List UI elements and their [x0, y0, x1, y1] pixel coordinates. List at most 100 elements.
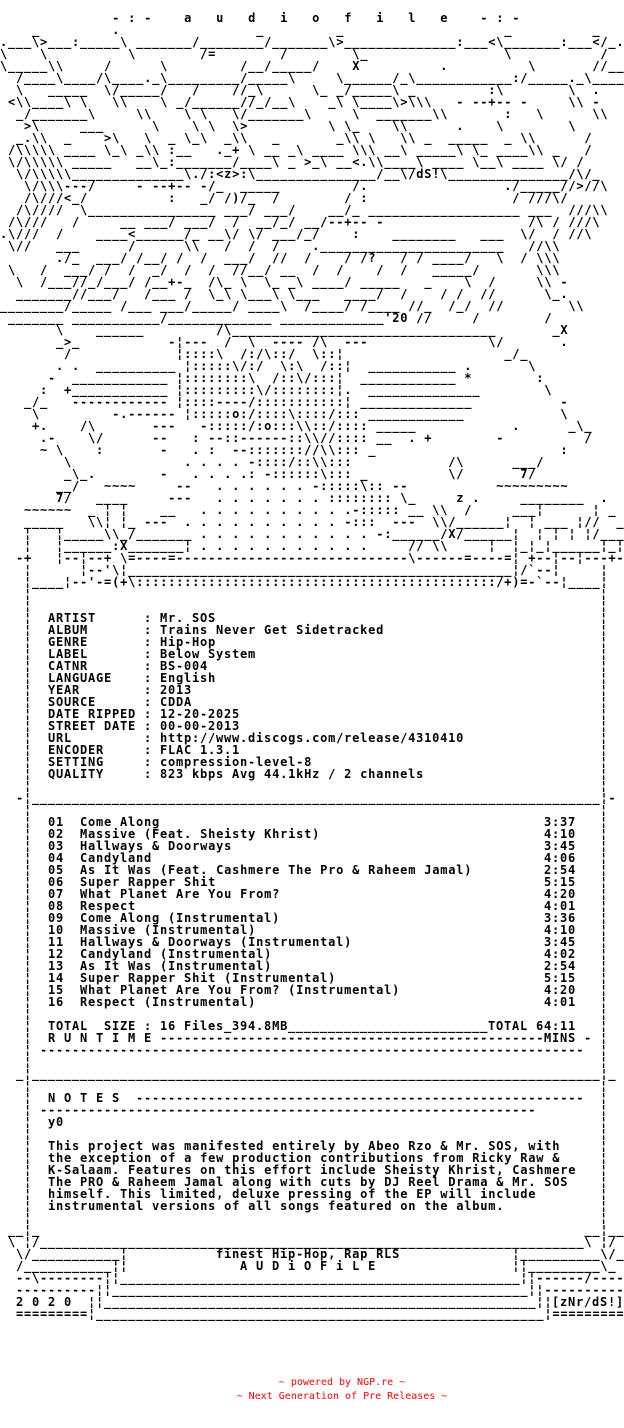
notes-paragraph-line: This project was manifested entirely by …	[48, 1139, 561, 1153]
box-border-left: ¦	[24, 1055, 33, 1069]
info-colon: :	[144, 623, 153, 637]
box-border-left: ¦	[24, 1139, 33, 1153]
track-number: 06	[48, 875, 65, 889]
track-duration: 4:10	[544, 923, 577, 937]
track-number: 09	[48, 911, 65, 925]
info-label: SETTING	[48, 755, 105, 769]
info-colon: :	[144, 755, 153, 769]
banner-art-line: /\//// \________________ ___/ ___/ __/_ …	[0, 203, 609, 217]
track-title: Respect (Instrumental)	[80, 995, 257, 1009]
box-border-right: ¦	[600, 899, 609, 913]
track-number: 01	[48, 815, 65, 829]
box-border-left: ¦	[24, 659, 33, 673]
box-border-right: ¦	[600, 923, 609, 937]
info-url-link[interactable]: http://www.discogs.com/release/4310410	[160, 731, 465, 745]
box-border-right: ¦	[600, 875, 609, 889]
box-border-left: ¦	[24, 587, 33, 601]
box-border-right: ¦	[600, 1103, 609, 1117]
box-border-left: ¦	[24, 935, 33, 949]
banner-art-line: \/\\\---/ - --+-- -/_ _____ /. ./_____//…	[0, 179, 609, 193]
banner-art-line: \ \ \ /= / \_ \ / /	[0, 47, 624, 61]
box-border-right: ¦	[600, 767, 609, 781]
banner-art-line: /____\____/\____._\_________/_____\ \___…	[0, 71, 624, 85]
box-border-left: ¦	[24, 755, 33, 769]
box-border-right: ¦	[600, 803, 609, 817]
banner-art-line: 7/ ____ --- . . . . . . . :::::::: \_ z …	[0, 491, 609, 505]
banner-art-line: >\ ___ \ \ \ \> \ \_ \\ . \ \	[0, 119, 577, 133]
banner-art-line: ________/_____ /___ ___/_____/ ____\ /__…	[0, 299, 585, 313]
banner-art-line: ./_ ___/ /__/ / / ___/ // / / /? / / ___…	[0, 251, 561, 265]
box-border-left: ¦	[24, 731, 33, 745]
banner-art-line: . . __________ ¦:::::\/:/ \:\ /::¦ _____…	[0, 359, 537, 373]
box-border-left: ¦	[24, 911, 33, 925]
banner-art-line: _______//___/ /___ / \_\ \___\ \___ ____…	[0, 287, 569, 301]
box-border-left: ¦	[24, 839, 33, 853]
info-value: Hip-Hop	[160, 635, 217, 649]
box-border-left: ¦	[24, 1007, 33, 1021]
notes-paragraph-line: The PRO & Raheem Jamal along with cuts b…	[48, 1175, 569, 1189]
box-border-left: ¦	[24, 647, 33, 661]
track-duration: 5:15	[544, 971, 577, 985]
banner-art-line: .- \/ -- : --::------::\\//:::: __ . + -…	[0, 431, 593, 445]
box-border-left: ¦	[24, 719, 33, 733]
track-title: Massive (Feat. Sheisty Khrist)	[80, 827, 321, 841]
notes-paragraph-line: K-Salaam. Features on this effort includ…	[48, 1163, 577, 1177]
box-border-right: ¦	[600, 1079, 609, 1093]
info-value: BS-004	[160, 659, 209, 673]
box-border-left: ¦	[24, 1199, 33, 1213]
notes-paragraph-line: instrumental versions of all songs featu…	[48, 1199, 505, 1213]
info-colon: :	[144, 671, 153, 685]
info-colon: :	[144, 731, 153, 745]
box-border-right: ¦	[600, 815, 609, 829]
box-border-right: ¦	[600, 779, 609, 793]
box-border-left: ¦	[24, 1031, 33, 1045]
info-value: Trains Never Get Sidetracked	[160, 623, 385, 637]
banner-art-line: .\/// / ____<______/_ __\/ \/ ___/_/ : _…	[0, 227, 593, 241]
box-border-right: ¦	[600, 887, 609, 901]
info-value: compression-level-8	[160, 755, 313, 769]
box-border-left: ¦	[24, 599, 33, 613]
info-label: ARTIST	[48, 611, 97, 625]
box-border-right: ¦	[600, 719, 609, 733]
track-title: Super Rapper Shit	[80, 875, 217, 889]
banner-art-line: ¦____¦--'-=(+\::::::::::::::::::::::::::…	[0, 575, 609, 589]
box-border-left: ¦	[24, 1043, 33, 1057]
banner-art-line: +. /\ --- -:::::/:o:::\\::/:::: _____ . …	[0, 419, 593, 433]
info-value: Below System	[160, 647, 257, 661]
box-border-left: ¦	[24, 767, 33, 781]
box-border-right: ¦	[600, 599, 609, 613]
box-border-left: ¦	[24, 1175, 33, 1189]
track-duration: 3:45	[544, 839, 577, 853]
info-colon: :	[144, 683, 153, 697]
info-label: SOURCE	[48, 695, 97, 709]
box-border-right: ¦	[600, 647, 609, 661]
track-title: Candyland (Instrumental)	[80, 947, 273, 961]
info-value: 00-00-2013	[160, 719, 241, 733]
banner-art-line: / ¦::::\ /:/\::/ \::¦ _/_	[0, 347, 529, 361]
box-border-left: ¦	[24, 1079, 33, 1093]
info-colon: :	[144, 647, 153, 661]
info-label: DATE RIPPED	[48, 707, 137, 721]
box-border-left: ¦	[24, 743, 33, 757]
box-border-right: ¦	[600, 1091, 609, 1105]
info-label: STREET DATE	[48, 719, 137, 733]
footer-frame-line: __¦_ __¦__	[0, 1223, 624, 1237]
banner-art-line: \/\\\\\ _____ __\_:_______/____\ _ >_\ _…	[0, 155, 585, 169]
banner-art-line: ¦ ¦_____\\_/_______ . . . . . . . . . . …	[0, 527, 624, 541]
powered-by-tagline: ~ Next Generation of Pre Releases ~	[236, 1391, 448, 1402]
runtime-label: R U N T I M E	[48, 1031, 153, 1045]
box-border-left: ¦	[24, 1211, 33, 1225]
box-border-right: ¦	[600, 1151, 609, 1165]
box-border-right: ¦	[600, 1211, 609, 1225]
track-duration: 3:36	[544, 911, 577, 925]
box-border-right: ¦	[600, 1019, 609, 1033]
box-border-right: ¦	[600, 827, 609, 841]
track-duration: 4:20	[544, 887, 577, 901]
box-border-right: ¦	[600, 623, 609, 637]
box-border-left: ¦	[24, 695, 33, 709]
banner-art-line: __/ ~~~~ -- . . . . . . -:::::\:: -- ~~~…	[0, 479, 569, 493]
box-border-right: ¦	[600, 1055, 609, 1069]
track-number: 08	[48, 899, 65, 913]
banner-art-line: _>_ -¦--- / \ ---- /\ --- \/ .	[0, 335, 569, 349]
track-number: 15	[48, 983, 65, 997]
